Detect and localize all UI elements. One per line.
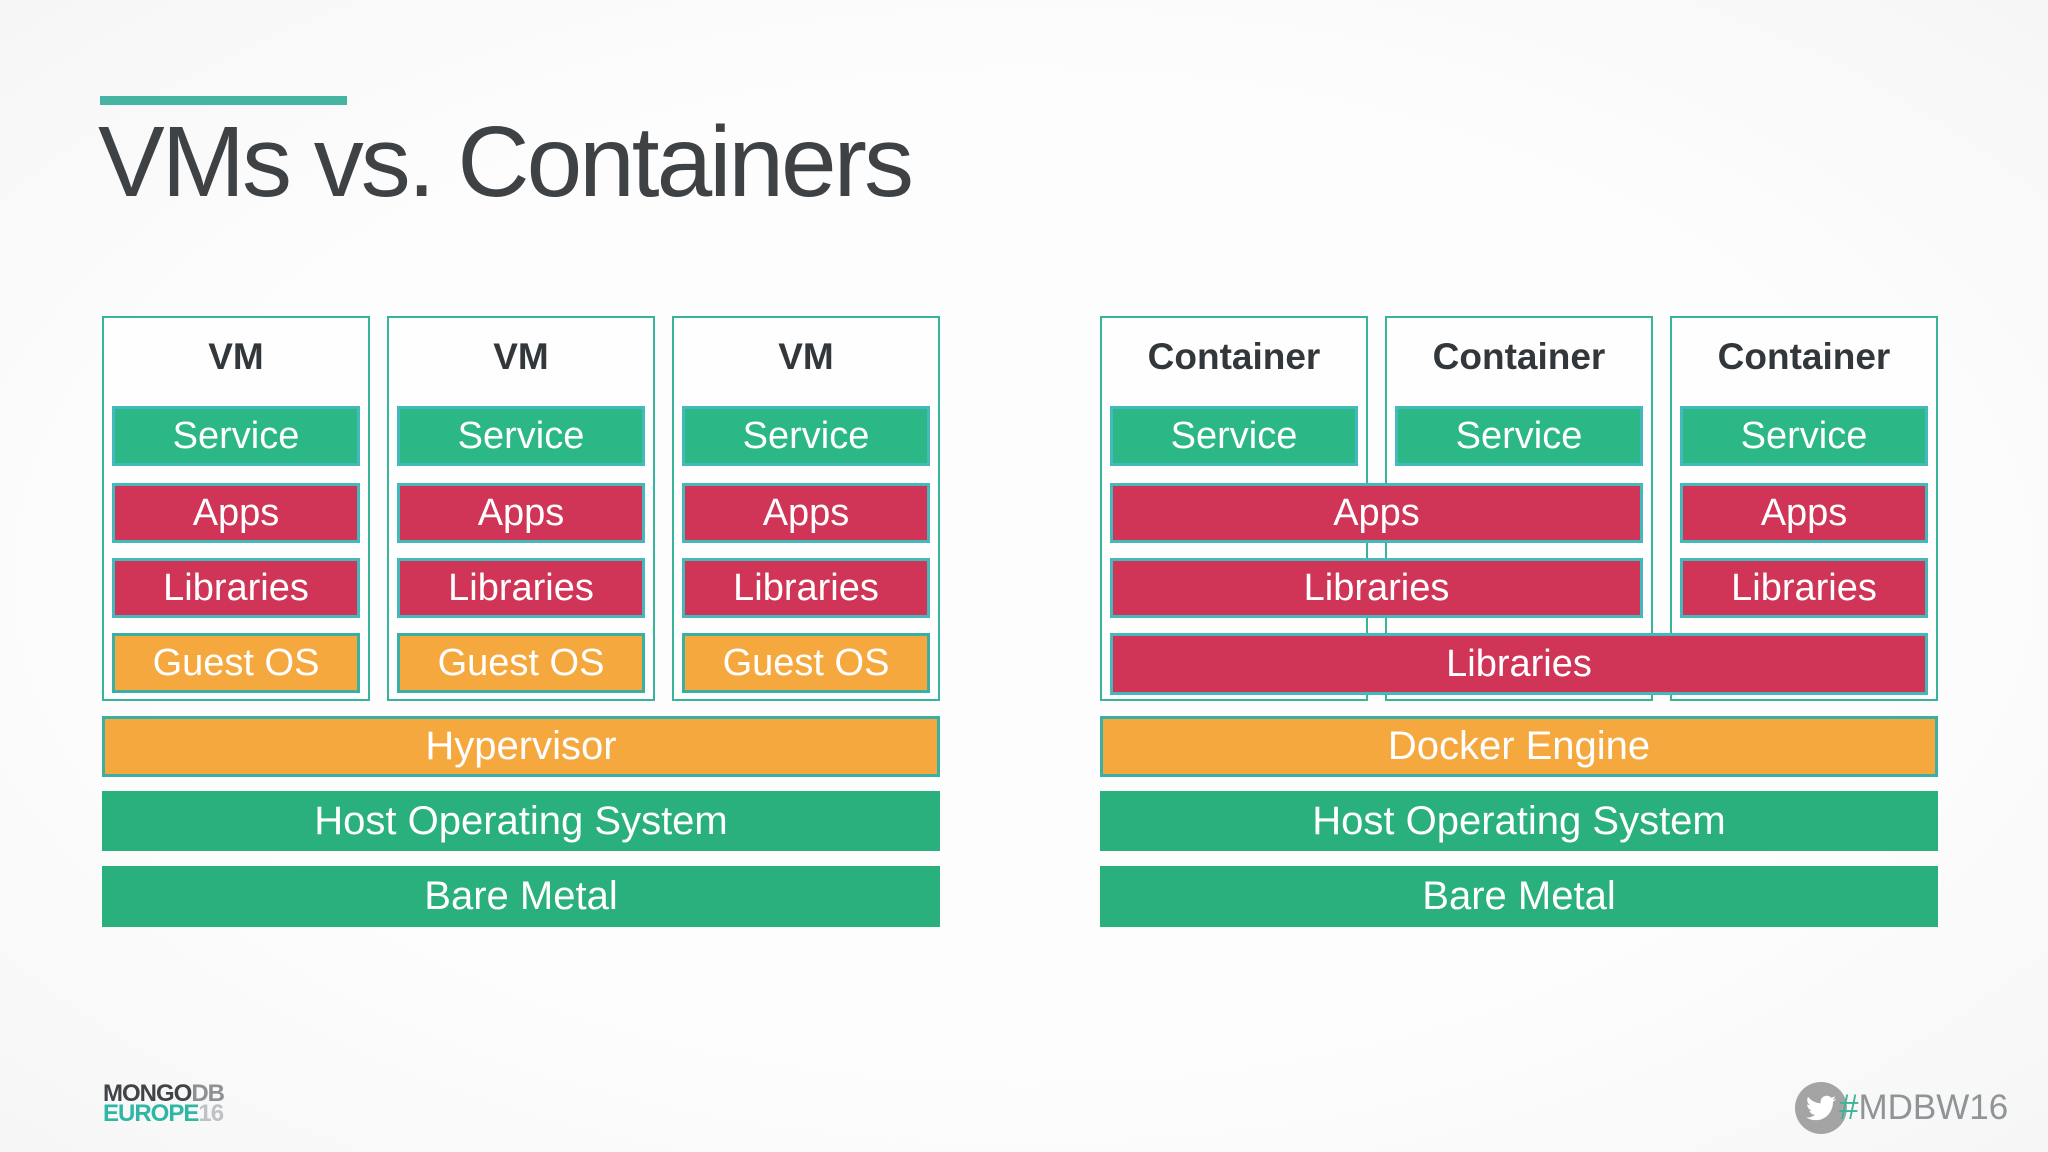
vm1-guest-os-block: Guest OS (112, 633, 360, 693)
container-box-1-header: Container (1147, 336, 1321, 377)
host-os-layer-left: Host Operating System (102, 791, 940, 851)
vm-box-3-header: VM (778, 336, 834, 377)
container-box-3-header: Container (1717, 336, 1891, 377)
vm-stack: VM Service Apps Libraries Guest OS VM Se… (102, 316, 940, 927)
logo-text-europe: EUROPE (103, 1100, 199, 1127)
vm2-apps-block: Apps (397, 483, 645, 543)
vm1-apps-block: Apps (112, 483, 360, 543)
container1-service-block: Service (1110, 406, 1358, 466)
vm-box-2-header: VM (493, 336, 549, 377)
vm2-service-block: Service (397, 406, 645, 466)
logo-line-2: EUROPE16 (103, 1102, 224, 1126)
vm3-apps-block: Apps (682, 483, 930, 543)
hashtag-symbol: # (1839, 1088, 1859, 1127)
hashtag-text: MDBW16 (1858, 1088, 2009, 1127)
container2-service-block: Service (1395, 406, 1643, 466)
logo-line-1: MONGODB (103, 1082, 225, 1106)
twitter-hashtag: #MDBW16 (1795, 1082, 2008, 1134)
all-containers-libraries-block: Libraries (1110, 633, 1928, 695)
vm-box-1: VM Service Apps Libraries Guest OS (102, 316, 370, 701)
twitter-icon (1795, 1082, 1847, 1134)
mongodb-europe-logo: MONGODB EUROPE16 (103, 1082, 225, 1126)
logo-text-16: 16 (198, 1100, 224, 1127)
hashtag-label: #MDBW16 (1839, 1088, 2008, 1128)
vm1-libraries-block: Libraries (112, 558, 360, 618)
vm2-guest-os-block: Guest OS (397, 633, 645, 693)
vm3-service-block: Service (682, 406, 930, 466)
vm3-guest-os-block: Guest OS (682, 633, 930, 693)
container-box-2-header: Container (1432, 336, 1606, 377)
title-accent-bar (100, 96, 347, 105)
vm-box-3: VM Service Apps Libraries Guest OS (672, 316, 940, 701)
host-os-layer-right: Host Operating System (1100, 791, 1938, 851)
slide-title: VMs vs. Containers (98, 106, 914, 218)
logo-text-mongo: MONGO (103, 1080, 192, 1107)
vm1-service-block: Service (112, 406, 360, 466)
vm3-libraries-block: Libraries (682, 558, 930, 618)
bare-metal-layer-left: Bare Metal (102, 866, 940, 927)
vm-box-1-header: VM (208, 336, 264, 377)
bare-metal-layer-right: Bare Metal (1100, 866, 1938, 927)
vm-box-2: VM Service Apps Libraries Guest OS (387, 316, 655, 701)
container3-service-block: Service (1680, 406, 1928, 466)
shared-libraries-block: Libraries (1110, 558, 1643, 618)
container3-libraries-block: Libraries (1680, 558, 1928, 618)
shared-apps-block: Apps (1110, 483, 1643, 543)
vm2-libraries-block: Libraries (397, 558, 645, 618)
container3-apps-block: Apps (1680, 483, 1928, 543)
hypervisor-layer: Hypervisor (102, 716, 940, 777)
container-stack: Container Service Container Service Cont… (1100, 316, 1938, 927)
logo-text-db: DB (191, 1080, 225, 1107)
docker-engine-layer: Docker Engine (1100, 716, 1938, 777)
